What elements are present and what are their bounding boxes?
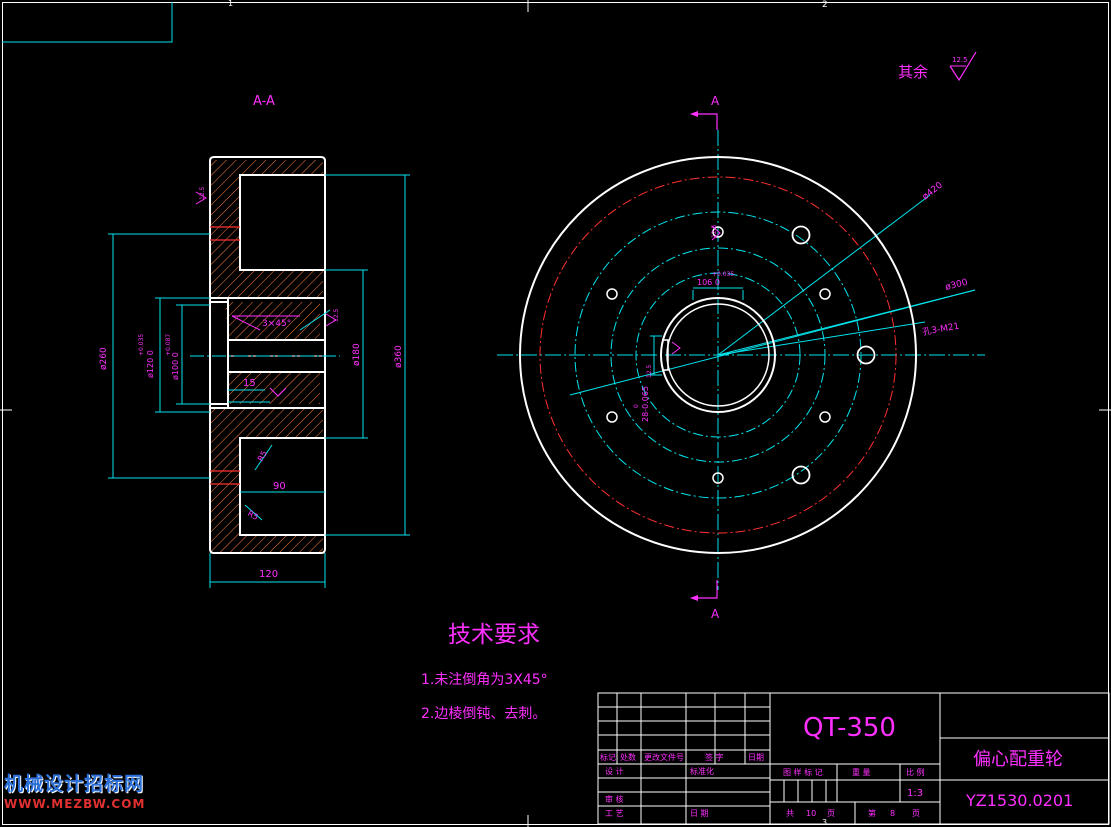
tech-requirements: 技术要求 1.未注倒角为3X45° 2.边棱倒钝、去刺。	[421, 622, 548, 722]
roughness-note-value: 12.5	[952, 56, 968, 64]
dim-d260: ø260	[99, 347, 109, 370]
tech-title: 技术要求	[448, 622, 540, 648]
dim-d420: ø420	[921, 180, 945, 202]
header-change-doc: 更改文件号	[644, 752, 684, 762]
section-outline	[209, 156, 326, 554]
header-scale: 比 例	[906, 767, 925, 777]
chamfer-leader	[231, 315, 300, 331]
dim-15: 15	[243, 378, 256, 389]
hidden-circle	[539, 176, 897, 534]
title-corner-box	[2, 2, 173, 43]
roughness-c: 12.5	[711, 224, 718, 238]
roughness-symbol-icon	[671, 225, 721, 355]
section-title: A-A	[253, 94, 275, 109]
dim-chamfer: 3×45°	[262, 319, 291, 329]
front-centerlines	[497, 130, 985, 590]
header-standard: 标准化	[690, 766, 714, 776]
dim-r5b: R5	[246, 509, 260, 522]
part-name: 偏心配重轮	[973, 749, 1063, 770]
sheet-unit: 页	[912, 809, 920, 818]
section-cut-marks	[692, 113, 718, 599]
roughness-symbol-icon	[949, 51, 977, 82]
header-sign: 签 字	[705, 752, 724, 762]
dim-d120: ø120 0	[146, 350, 155, 378]
header-date: 日期	[748, 753, 764, 762]
tech-item-2: 2.边棱倒钝、去刺。	[421, 706, 546, 722]
watermark: 机械设计招标网 WWW.MEZBW.COM	[4, 773, 146, 811]
dim-key106-tol: +0.035	[712, 271, 734, 278]
dim-d100: ø100 0	[171, 352, 180, 380]
dim-holes: 孔3-M21	[922, 321, 961, 338]
zone-marker-2: 2	[822, 0, 828, 10]
header-check: 审 核	[605, 794, 624, 804]
scale-value: 1:3	[907, 788, 923, 799]
total-label: 共	[786, 809, 794, 818]
section-view: A-A	[99, 94, 410, 588]
dim-d180: ø180	[352, 343, 362, 366]
roughness-d: 12.5	[646, 364, 653, 378]
roughness-symbol-icon	[195, 191, 337, 397]
watermark-url: WWW.MEZBW.COM	[4, 797, 146, 811]
dim-d360: ø360	[394, 345, 404, 368]
arrow-icon	[690, 111, 698, 117]
section-hatching	[210, 160, 323, 552]
roughness-a: 12.5	[199, 186, 206, 200]
dim-key28: 28-0.065	[641, 386, 650, 422]
total-unit: 页	[827, 809, 835, 818]
roughness-note-label: 其余	[898, 63, 928, 81]
roughness-note: 其余 12.5	[898, 51, 977, 82]
dim-120: 120	[259, 569, 278, 580]
section-mark-top: A	[711, 94, 720, 108]
hidden-lines	[210, 226, 240, 485]
header-stage-mark: 图 样 标 记	[783, 767, 823, 777]
header-process: 工 艺	[605, 809, 624, 818]
header-design: 设 计	[605, 766, 624, 776]
dim-d120-tol: +0.035	[138, 334, 145, 356]
header-date2: 日 期	[690, 809, 709, 818]
dim-d100-tol: +0.087	[165, 334, 172, 356]
zone-marker-3: 3	[822, 818, 827, 827]
section-mark-bottom: A	[711, 607, 720, 621]
watermark-title: 机械设计招标网	[4, 773, 145, 795]
dim-key28-tol: 0	[633, 404, 640, 408]
dim-90: 90	[273, 481, 286, 492]
tech-item-1: 1.未注倒角为3X45°	[421, 672, 548, 688]
sheet-number: 8	[890, 809, 895, 818]
header-mark: 标记	[600, 752, 616, 762]
zone-marker-1: 1	[228, 0, 233, 8]
drawing-number: YZ1530.0201	[965, 791, 1073, 810]
roughness-b: 12.5	[333, 308, 340, 322]
front-view: A A ø420 ø300 孔3-M21 106 0 +0.035 28-0.0…	[497, 94, 985, 621]
header-count: 处数	[620, 752, 636, 762]
sheet-label: 第	[868, 808, 876, 818]
front-outline	[519, 156, 917, 554]
dim-key106: 106 0	[697, 278, 720, 287]
dim-d300: ø300	[944, 278, 969, 293]
title-block: QT-350 偏心配重轮 YZ1530.0201 标记 处数 更改文件号 签 字…	[597, 692, 1110, 825]
total-number: 10	[806, 809, 816, 818]
header-weight: 重 量	[852, 767, 871, 777]
arrow-icon	[690, 595, 698, 601]
section-dimension-lines	[108, 174, 410, 588]
material-text: QT-350	[803, 713, 896, 743]
